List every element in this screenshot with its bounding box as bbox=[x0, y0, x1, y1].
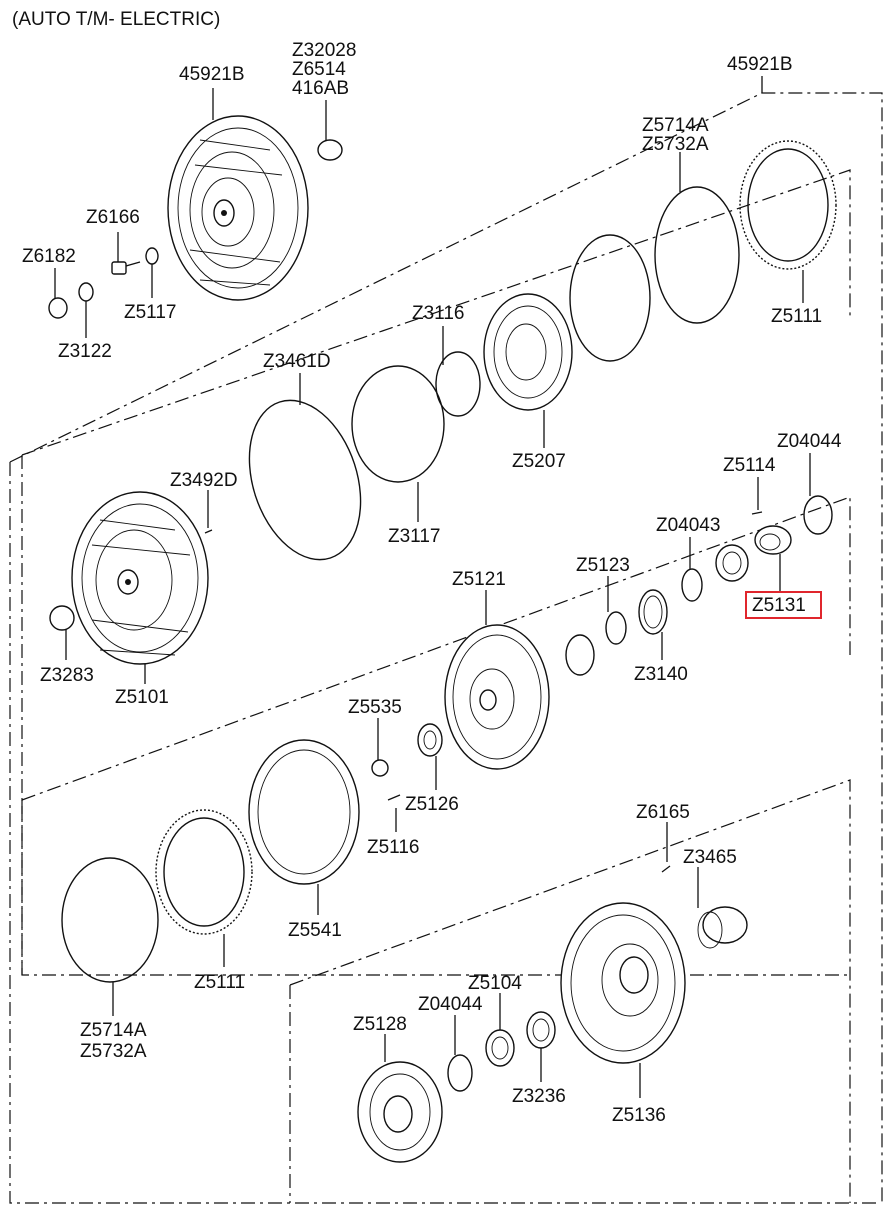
label-Z3492D[interactable]: Z3492D bbox=[170, 470, 238, 491]
oring-Z3116[interactable] bbox=[435, 351, 481, 417]
diagram-title: (AUTO T/M- ELECTRIC) bbox=[12, 9, 220, 30]
label-Z3465[interactable]: Z3465 bbox=[683, 847, 737, 868]
label-Z5131[interactable]: Z5131 bbox=[752, 595, 806, 616]
label-Z5121[interactable]: Z5121 bbox=[452, 569, 506, 590]
label-45921B[interactable]: 45921B bbox=[727, 54, 793, 75]
oring-Z3461D[interactable] bbox=[230, 386, 380, 574]
plug-Z6182[interactable] bbox=[48, 297, 68, 319]
friction-disc-Z5111-bottom[interactable] bbox=[155, 809, 253, 935]
washer-Z5117[interactable] bbox=[145, 247, 159, 265]
oring-Z04043[interactable] bbox=[681, 568, 703, 602]
ring-small-middle[interactable] bbox=[565, 634, 595, 676]
washer-Z3122[interactable] bbox=[78, 282, 94, 302]
piston-Z5207[interactable] bbox=[483, 293, 573, 411]
label-Z3122[interactable]: Z3122 bbox=[58, 341, 112, 362]
torque-converter-top[interactable] bbox=[167, 115, 309, 301]
bushing-Z5131[interactable] bbox=[754, 525, 792, 555]
ring-Z5535[interactable] bbox=[371, 759, 389, 777]
label-Z32028[interactable]: Z32028 bbox=[292, 40, 356, 61]
label-Z04044[interactable]: Z04044 bbox=[418, 994, 483, 1015]
bearing-Z04043-seal[interactable] bbox=[715, 544, 749, 582]
label-Z6182[interactable]: Z6182 bbox=[22, 246, 76, 267]
seal-Z5126[interactable] bbox=[417, 723, 443, 757]
label-Z6166[interactable]: Z6166 bbox=[86, 207, 140, 228]
pin-Z3492D[interactable] bbox=[204, 529, 213, 534]
label-Z5732A[interactable]: Z5732A bbox=[80, 1041, 147, 1062]
oring-Z3117[interactable] bbox=[351, 365, 445, 483]
label-Z3140[interactable]: Z3140 bbox=[634, 664, 688, 685]
label-Z5123[interactable]: Z5123 bbox=[576, 555, 630, 576]
label-Z5114[interactable]: Z5114 bbox=[723, 455, 776, 476]
oring-Z04044-top[interactable] bbox=[803, 495, 833, 535]
label-Z04044[interactable]: Z04044 bbox=[777, 431, 842, 452]
label-Z04043[interactable]: Z04043 bbox=[656, 515, 720, 536]
label-Z5541[interactable]: Z5541 bbox=[288, 920, 342, 941]
oring-Z04044-bottom[interactable] bbox=[447, 1054, 473, 1092]
label-Z5111[interactable]: Z5111 bbox=[194, 972, 245, 993]
label-Z3116[interactable]: Z3116 bbox=[412, 303, 464, 324]
label-Z5104[interactable]: Z5104 bbox=[468, 973, 522, 994]
bearing-Z3236[interactable] bbox=[526, 1011, 556, 1049]
bearing-Z5104[interactable] bbox=[485, 1029, 515, 1067]
screw-Z6165[interactable] bbox=[661, 865, 671, 873]
oring-Z32028[interactable] bbox=[317, 139, 343, 161]
label-Z5207[interactable]: Z5207 bbox=[512, 451, 566, 472]
label-Z3236[interactable]: Z3236 bbox=[512, 1086, 566, 1107]
pin-Z5114[interactable] bbox=[751, 511, 763, 515]
label-Z5126[interactable]: Z5126 bbox=[405, 794, 459, 815]
bearing-Z3140[interactable] bbox=[638, 589, 668, 635]
label-Z5111[interactable]: Z5111 bbox=[771, 306, 822, 327]
stator-Z5136[interactable] bbox=[560, 902, 686, 1064]
plate-Z5714A-top[interactable] bbox=[654, 186, 740, 324]
label-45921B[interactable]: 45921B bbox=[179, 64, 245, 85]
plate-Z5714A-bottom[interactable] bbox=[61, 857, 159, 983]
plate-Z5541[interactable] bbox=[248, 739, 360, 885]
highlight-box-Z5131 bbox=[745, 591, 822, 619]
leader-lines bbox=[54, 76, 811, 1098]
label-Z5101[interactable]: Z5101 bbox=[115, 687, 169, 708]
label-Z6165[interactable]: Z6165 bbox=[636, 802, 690, 823]
label-Z3117[interactable]: Z3117 bbox=[388, 526, 440, 547]
impeller-Z5128[interactable] bbox=[357, 1061, 443, 1163]
label-Z3461D[interactable]: Z3461D bbox=[263, 351, 331, 372]
ring-large-top[interactable] bbox=[569, 234, 651, 362]
turbine-Z5121[interactable] bbox=[444, 624, 550, 770]
label-Z5117[interactable]: Z5117 bbox=[124, 302, 176, 323]
bushing-Z3465[interactable] bbox=[697, 906, 748, 949]
washer-Z5123[interactable] bbox=[605, 611, 627, 645]
label-Z5136[interactable]: Z5136 bbox=[612, 1105, 666, 1126]
label-Z5128[interactable]: Z5128 bbox=[353, 1014, 407, 1035]
label-Z5714A[interactable]: Z5714A bbox=[80, 1020, 147, 1041]
part-labels: 45921B 45921B Z32028 Z6514 416AB Z6166 Z… bbox=[22, 40, 842, 1126]
label-Z3283[interactable]: Z3283 bbox=[40, 665, 94, 686]
plug-Z3283[interactable] bbox=[49, 605, 75, 631]
friction-disc-Z5111-top[interactable] bbox=[739, 140, 837, 270]
label-416AB[interactable]: 416AB bbox=[292, 78, 349, 99]
label-Z5535[interactable]: Z5535 bbox=[348, 697, 402, 718]
bolt-Z6166[interactable] bbox=[111, 261, 141, 275]
cover-Z5101[interactable] bbox=[71, 491, 209, 665]
label-Z5714A[interactable]: Z5714A bbox=[642, 115, 709, 136]
label-Z5116[interactable]: Z5116 bbox=[367, 837, 419, 858]
label-Z6514[interactable]: Z6514 bbox=[292, 59, 346, 80]
label-Z5732A[interactable]: Z5732A bbox=[642, 134, 709, 155]
screw-Z5116[interactable] bbox=[387, 794, 401, 801]
